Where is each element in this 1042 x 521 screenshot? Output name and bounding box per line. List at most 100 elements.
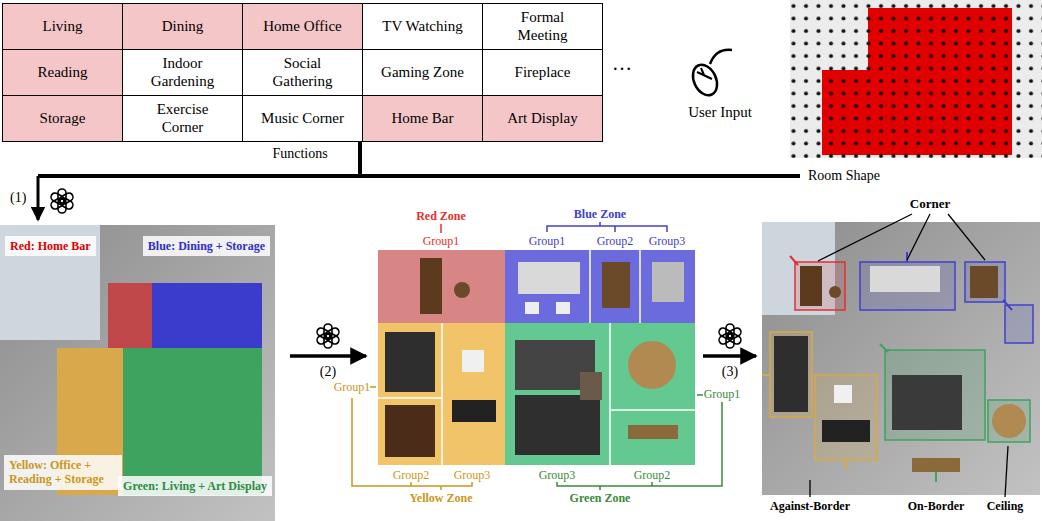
zone-brackets xyxy=(440,224,442,233)
function-cell: Dining xyxy=(122,3,243,50)
room-render xyxy=(762,252,1012,482)
room-render xyxy=(1005,446,1008,497)
zone-groups xyxy=(580,372,602,400)
room-grid xyxy=(790,0,1042,158)
room-render xyxy=(829,286,841,298)
zone-groups xyxy=(378,250,505,323)
room-render xyxy=(906,252,908,262)
room-render xyxy=(970,266,998,298)
room-grid xyxy=(790,0,1042,158)
room-render xyxy=(1003,300,1012,310)
flow-lines xyxy=(703,354,756,358)
function-cell: TV Watching xyxy=(362,3,483,50)
zone-groups xyxy=(505,323,695,465)
zone-label: Green: Living + Art Display xyxy=(118,476,272,496)
function-cell: Music Corner xyxy=(242,95,363,142)
caption-label: Functions xyxy=(272,146,327,161)
room-render xyxy=(800,266,822,306)
zone-label-text: Red: Home Bar xyxy=(10,239,91,253)
room-render xyxy=(834,385,852,403)
llm-logo xyxy=(316,324,341,348)
flow-lines xyxy=(37,176,40,220)
llm-logo xyxy=(50,189,75,213)
mouse-icon xyxy=(688,61,721,99)
mouse-icon xyxy=(701,68,704,75)
room-render xyxy=(992,404,1026,438)
caption-label: Group1 xyxy=(704,388,741,401)
llm-logo xyxy=(718,324,743,348)
zone-plan xyxy=(152,283,262,348)
room-render xyxy=(948,214,985,260)
room-render xyxy=(822,420,870,442)
zone-groups xyxy=(628,425,678,439)
function-cell: Indoor Gardening xyxy=(122,49,243,96)
flow-lines xyxy=(290,354,366,358)
zone-groups xyxy=(385,332,435,392)
zone-groups xyxy=(462,350,484,372)
zone-groups xyxy=(452,400,496,422)
function-cell: Social Gathering xyxy=(242,49,363,96)
room-render xyxy=(809,480,810,497)
caption-label: Room Shape xyxy=(808,168,880,183)
mouse-icon xyxy=(710,50,732,64)
zone-brackets xyxy=(547,222,667,232)
caption-label: Group2 xyxy=(597,235,634,248)
flow-lines xyxy=(358,139,362,176)
mouse-icon xyxy=(697,72,712,79)
caption-label: Corner xyxy=(910,197,950,211)
caption-label: Blue Zone xyxy=(574,208,626,221)
caption-label: Against-Border xyxy=(770,500,850,513)
zone-groups xyxy=(505,250,695,323)
caption-label: (2) xyxy=(320,364,336,379)
caption-label: Green Zone xyxy=(570,492,631,505)
room-render xyxy=(1005,305,1033,343)
room-render xyxy=(912,458,960,472)
caption-label: Group1 xyxy=(423,235,460,248)
function-cell: Art Display xyxy=(482,95,603,142)
zone-groups xyxy=(556,302,570,314)
caption-label: (3) xyxy=(722,364,738,379)
room-render xyxy=(935,472,937,482)
room-render xyxy=(885,350,985,440)
zone-label: Blue: Dining + Storage xyxy=(143,236,270,256)
room-render xyxy=(818,214,912,261)
room-render xyxy=(845,460,847,470)
function-cell: Home Office xyxy=(242,3,363,50)
function-cell: Fireplace xyxy=(482,49,603,96)
zone-groups xyxy=(652,262,684,302)
zone-groups xyxy=(525,302,539,314)
caption-label: Group2 xyxy=(393,469,430,482)
room-render xyxy=(762,374,770,376)
caption-label: … xyxy=(612,52,632,74)
zone-groups xyxy=(420,258,442,314)
caption-label: Ceiling xyxy=(987,500,1024,513)
zone-groups xyxy=(454,282,470,298)
caption-label: (1) xyxy=(10,190,26,205)
room-render xyxy=(965,262,1005,302)
room-render xyxy=(870,266,940,292)
zone-groups xyxy=(518,262,580,294)
function-cell: Storage xyxy=(2,95,123,142)
zone-plan xyxy=(0,225,100,340)
zone-groups xyxy=(609,323,611,465)
zone-groups xyxy=(610,409,695,411)
caption-label: Red Zone xyxy=(416,210,466,223)
zone-groups xyxy=(441,323,443,465)
room-render xyxy=(892,375,962,430)
function-cell: Reading xyxy=(2,49,123,96)
zone-groups xyxy=(378,397,442,399)
caption-label: Group1 xyxy=(529,235,566,248)
zone-groups xyxy=(378,250,695,465)
room-render xyxy=(810,214,1008,497)
function-cell: Formal Meeting xyxy=(482,3,603,50)
caption-label: User Input xyxy=(688,104,752,121)
function-cell: Gaming Zone xyxy=(362,49,483,96)
zone-plan xyxy=(108,283,152,348)
zone-groups xyxy=(628,341,676,389)
zone-brackets xyxy=(557,395,722,490)
caption-label: Group2 xyxy=(634,469,671,482)
function-cell: Exercise Corner xyxy=(122,95,243,142)
flow-lines xyxy=(38,174,800,178)
zone-plan xyxy=(0,225,275,521)
zone-label-text: Yellow: Office + Reading + Storage xyxy=(9,458,117,487)
